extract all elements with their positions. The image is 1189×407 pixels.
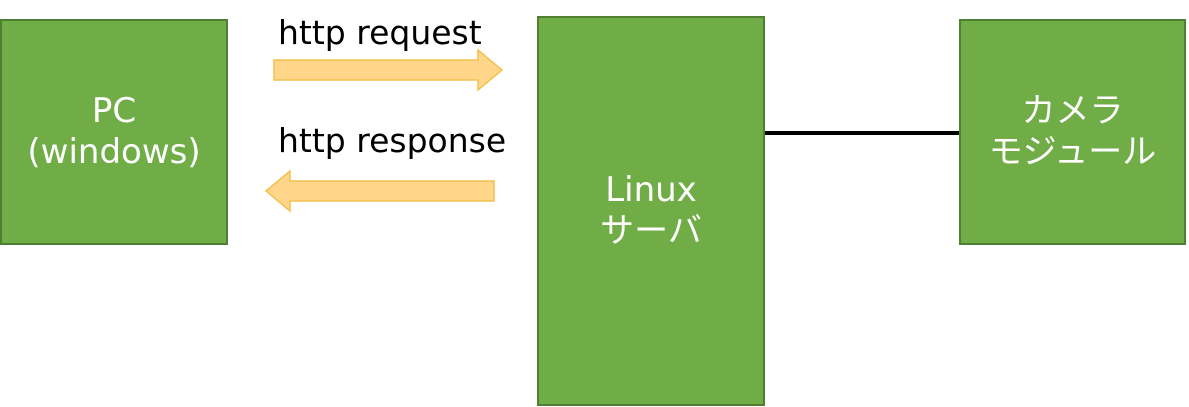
pc-node-title: PC xyxy=(91,91,137,132)
request-arrow-icon xyxy=(273,48,504,92)
camera-module-node-title: カメラ xyxy=(1021,91,1124,132)
pc-node-label: PC (windows) xyxy=(27,91,200,173)
response-arrow-icon xyxy=(264,169,495,213)
response-arrow-label: http response xyxy=(278,121,507,160)
linux-server-node-subtitle: サーバ xyxy=(600,211,702,251)
linux-server-node: Linux サーバ xyxy=(537,16,765,406)
pc-node-subtitle: (windows) xyxy=(27,132,201,172)
camera-module-node-label: カメラ モジュール xyxy=(989,91,1157,173)
server-camera-connector xyxy=(765,131,959,135)
linux-server-node-title: Linux xyxy=(605,170,697,211)
pc-node: PC (windows) xyxy=(0,19,228,245)
camera-module-node: カメラ モジュール xyxy=(959,19,1186,245)
request-arrow-label: http request xyxy=(278,13,482,52)
camera-module-node-subtitle: モジュール xyxy=(988,132,1157,172)
linux-server-node-label: Linux サーバ xyxy=(600,170,702,252)
